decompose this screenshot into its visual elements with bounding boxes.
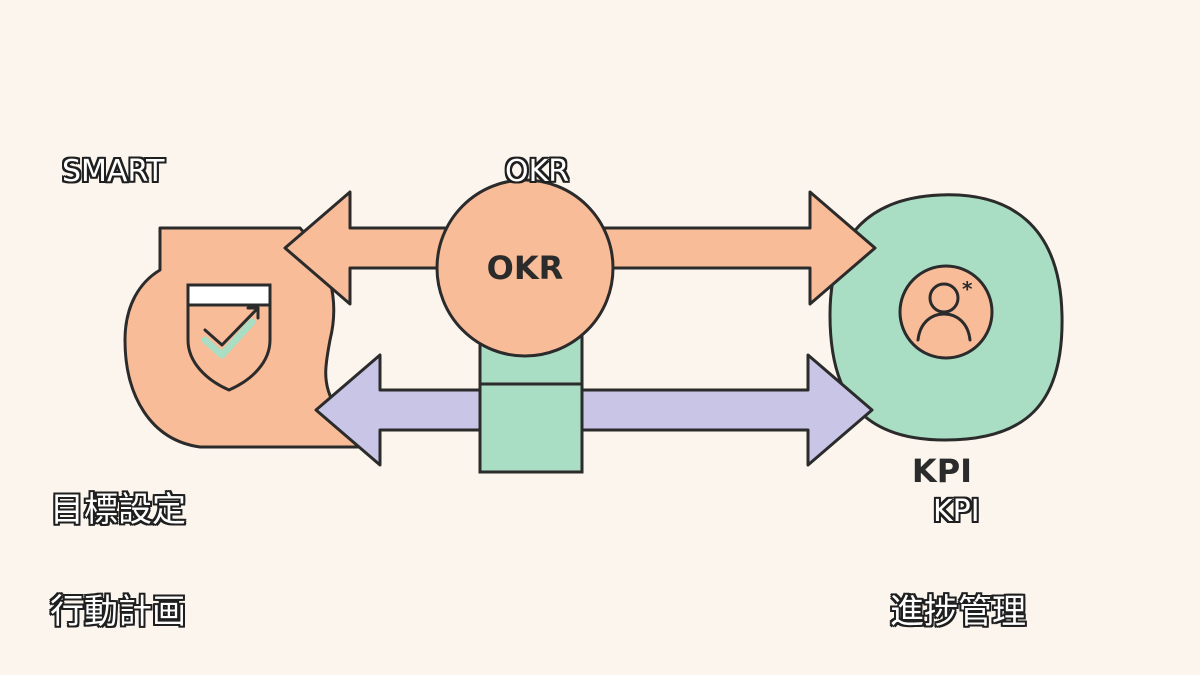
okr-circle (435, 178, 615, 358)
action-plan-label: 行動計画 (50, 592, 186, 632)
kpi-node-label: KPI (912, 452, 972, 490)
purple-double-arrow (314, 353, 874, 467)
okr-top-label: OKR (505, 154, 570, 189)
shield-check-icon (186, 283, 272, 392)
kpi-bottom-label: KPI (933, 494, 980, 529)
smart-label: SMART (62, 154, 165, 189)
person-icon: * (898, 264, 994, 360)
okr-circle-label: OKR (487, 249, 564, 287)
okr-connector-front (478, 382, 584, 474)
svg-text:*: * (962, 277, 973, 301)
goal-setting-label: 目標設定 (50, 490, 186, 530)
progress-management-label: 進捗管理 (890, 592, 1026, 632)
